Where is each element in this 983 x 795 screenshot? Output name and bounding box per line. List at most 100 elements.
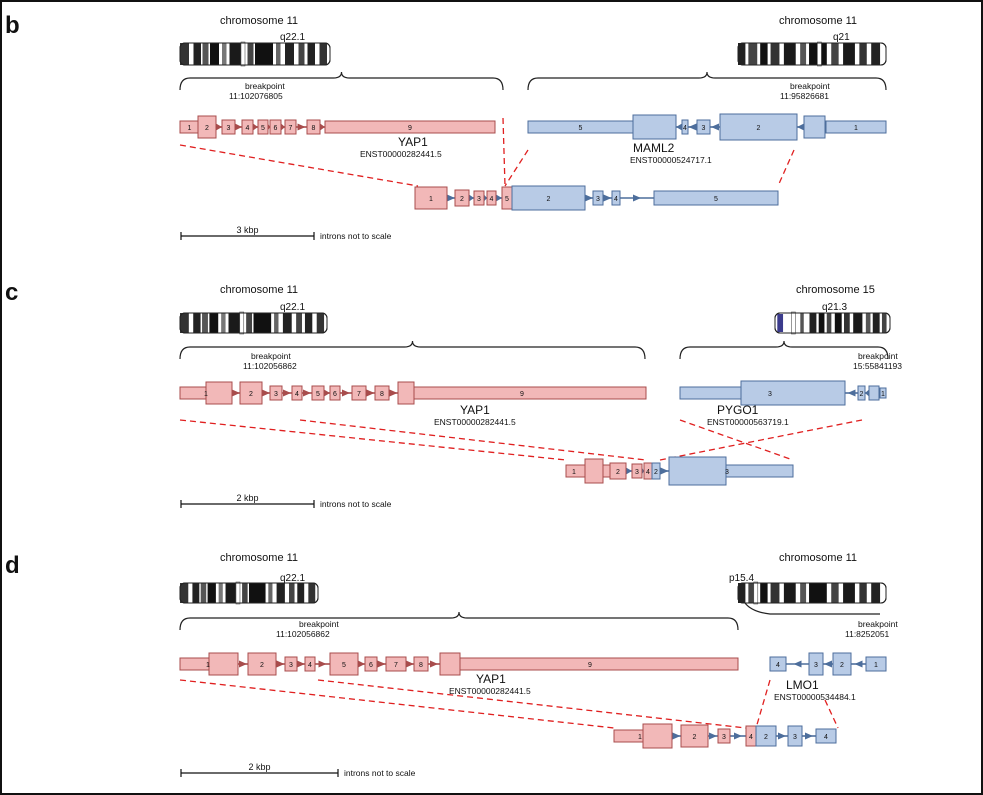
exon-number: 2 [840, 662, 844, 669]
exon-number: 2 [260, 662, 264, 669]
ideogram-band [209, 313, 219, 333]
exon-number: 9 [520, 391, 524, 398]
strand-arrow-left-icon [676, 123, 682, 131]
exon-box [584, 458, 604, 484]
panel-letter: c [5, 279, 18, 306]
ideogram-band [748, 583, 758, 603]
ideogram-band [210, 43, 219, 65]
breakpoint-connector [299, 419, 647, 461]
exon-number: 6 [274, 125, 278, 132]
ideogram-band [800, 313, 804, 333]
strand-arrow-right-icon [303, 389, 311, 397]
ideogram-band [783, 583, 796, 603]
breakpoint-connector [824, 699, 839, 729]
breakpoint-connector [317, 679, 747, 729]
ideogram-band [221, 313, 226, 333]
strand-arrow-right-icon [358, 660, 365, 668]
exon-box [205, 381, 233, 405]
ideogram-band [282, 313, 292, 333]
ideogram-band [809, 583, 827, 603]
right-chromosome-name: chromosome 15 [796, 284, 875, 296]
exon-number: 4 [646, 469, 650, 476]
exon-number: 3 [793, 734, 797, 741]
exon-number: 1 [204, 391, 208, 398]
strand-arrow-left-icon [854, 660, 863, 668]
exon-box [351, 385, 367, 401]
right-gene-name: LMO1 [786, 678, 819, 692]
exon-box [473, 190, 485, 206]
right-chromosome-band: p15.4 [729, 573, 754, 584]
strand-arrow-right-icon [318, 660, 327, 668]
ideogram-band [193, 43, 201, 65]
exon-number: 3 [702, 125, 706, 132]
ideogram-band [843, 43, 855, 65]
exon-box [868, 385, 880, 401]
left-gene-name: YAP1 [476, 672, 506, 686]
exon-box [696, 119, 711, 135]
exon-number: 3 [274, 391, 278, 398]
right-chromosome-band: q21 [833, 32, 850, 43]
exon-number: 5 [714, 196, 718, 203]
exon-box [291, 385, 303, 401]
right-chromosome-name: chromosome 11 [779, 15, 857, 27]
left-brace [179, 340, 646, 360]
left-chromosome-band: q22.1 [280, 302, 305, 313]
exon-box [611, 190, 621, 206]
scale-label: 2 kbp [236, 493, 258, 503]
ideogram-band [242, 583, 248, 603]
chromosome-ideogram [179, 311, 328, 335]
strand-arrow-right-icon [496, 194, 502, 202]
exon-box [374, 385, 390, 401]
ideogram-band [800, 43, 807, 65]
exon-box [651, 462, 661, 480]
right-gene-name: MAML2 [633, 141, 675, 155]
exon-box [208, 652, 239, 676]
strand-arrow-right-icon [430, 660, 438, 668]
exon-number: 5 [261, 125, 265, 132]
ideogram-band [249, 583, 266, 603]
exon-number: 3 [635, 469, 639, 476]
left-brace [179, 611, 739, 631]
ideogram-band [253, 313, 272, 333]
breakpoint-connector [777, 149, 795, 187]
exon-box [311, 385, 325, 401]
left-breakpoint-position: 11:102056862 [276, 629, 330, 639]
ideogram-band [285, 43, 294, 65]
ideogram-band [843, 583, 855, 603]
exon-box [832, 652, 852, 676]
strand-arrow-right-icon [778, 732, 786, 740]
ideogram-band [738, 43, 746, 65]
strand-arrow-right-icon [469, 194, 474, 202]
ideogram-band [783, 43, 796, 65]
exon-box [329, 652, 359, 676]
exon-number: 3 [814, 662, 818, 669]
exon-number: 2 [693, 734, 697, 741]
breakpoint-connector [755, 679, 771, 729]
breakpoint-connector [502, 117, 506, 187]
chromosome-ideogram [774, 311, 891, 335]
breakpoint-connector [179, 419, 567, 461]
exon-number: 3 [289, 662, 293, 669]
left-breakpoint-position: 11:102056862 [243, 361, 297, 371]
ideogram-band [192, 583, 200, 603]
strand-arrow-right-icon [633, 194, 641, 202]
ideogram-band [218, 583, 223, 603]
breakpoint-connector [179, 144, 419, 187]
right-breakpoint-position: 15:55841193 [853, 361, 902, 371]
exon-box [857, 385, 866, 401]
exon-number: 4 [308, 662, 312, 669]
left-chromosome-band: q22.1 [280, 32, 305, 43]
exon-number: 7 [394, 662, 398, 669]
ideogram-band [760, 43, 768, 65]
strand-arrow-left-icon [711, 123, 719, 131]
ideogram-band [831, 583, 839, 603]
